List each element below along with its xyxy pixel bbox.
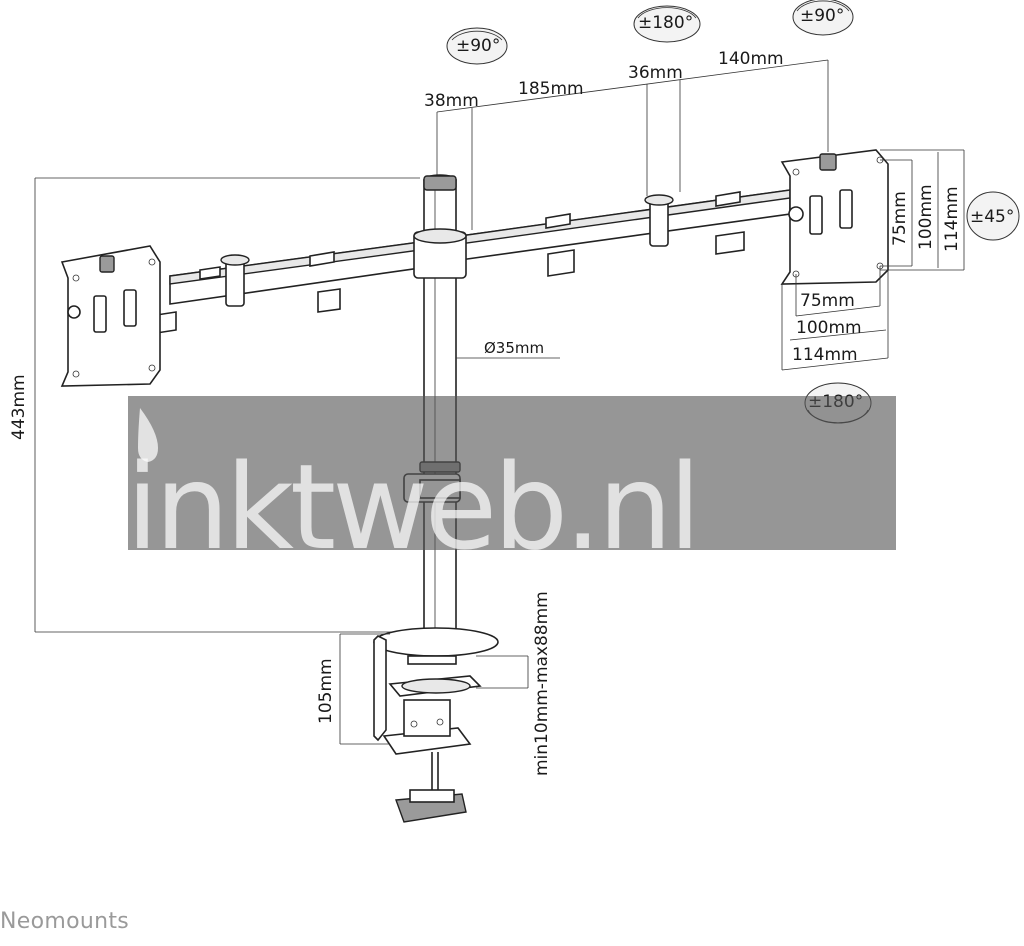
rotation-left-arm-label: ±90°: [456, 36, 500, 56]
height-dimension: 443mm: [9, 177, 420, 633]
rotation-right-arm-label: ±90°: [800, 6, 844, 26]
desk-thickness-label: min10mm-max88mm: [532, 591, 552, 776]
watermark: inktweb.nl: [126, 396, 896, 576]
arm-dim-140: 140mm: [718, 49, 784, 69]
arm-dim-38: 38mm: [424, 91, 479, 111]
left-vesa-plate: [60, 245, 161, 387]
rotation-center-joint-label: ±180°: [638, 13, 693, 33]
rotation-center-joint: ±180°: [633, 5, 701, 43]
vesa-h-100: 100mm: [796, 318, 862, 338]
height-label: 443mm: [9, 374, 29, 440]
rotation-right-tilt: ±45°: [966, 191, 1020, 241]
vesa-h-75: 75mm: [800, 291, 855, 311]
vesa-vertical-dimensions: 75mm 100mm 114mm: [880, 149, 965, 271]
clamp-height-label: 105mm: [316, 658, 336, 724]
arm-dim-36: 36mm: [628, 63, 683, 83]
rotation-right-tilt-label: ±45°: [970, 207, 1014, 227]
vesa-v-100: 100mm: [916, 184, 936, 250]
vesa-v-75: 75mm: [890, 191, 910, 246]
vesa-h-114: 114mm: [792, 345, 858, 365]
arm-dimensions: 38mm 185mm 36mm 140mm: [424, 49, 829, 230]
rotation-left-arm: ±90°: [446, 27, 508, 65]
clamp-dimensions: 105mm min10mm-max88mm: [316, 591, 552, 776]
arm-dim-185: 185mm: [518, 79, 584, 99]
desk-clamp: [373, 627, 499, 823]
brand-logo-text: Neomounts: [0, 909, 130, 934]
vesa-v-114: 114mm: [942, 186, 962, 252]
crossbar: [149, 189, 791, 335]
rotation-right-arm: ±90°: [792, 0, 854, 36]
watermark-text: inktweb.nl: [126, 438, 697, 576]
right-vesa-plate: [780, 149, 889, 285]
pole-diameter-label: Ø35mm: [484, 339, 544, 357]
vesa-horizontal-dimensions: 75mm 100mm 114mm: [781, 266, 889, 371]
